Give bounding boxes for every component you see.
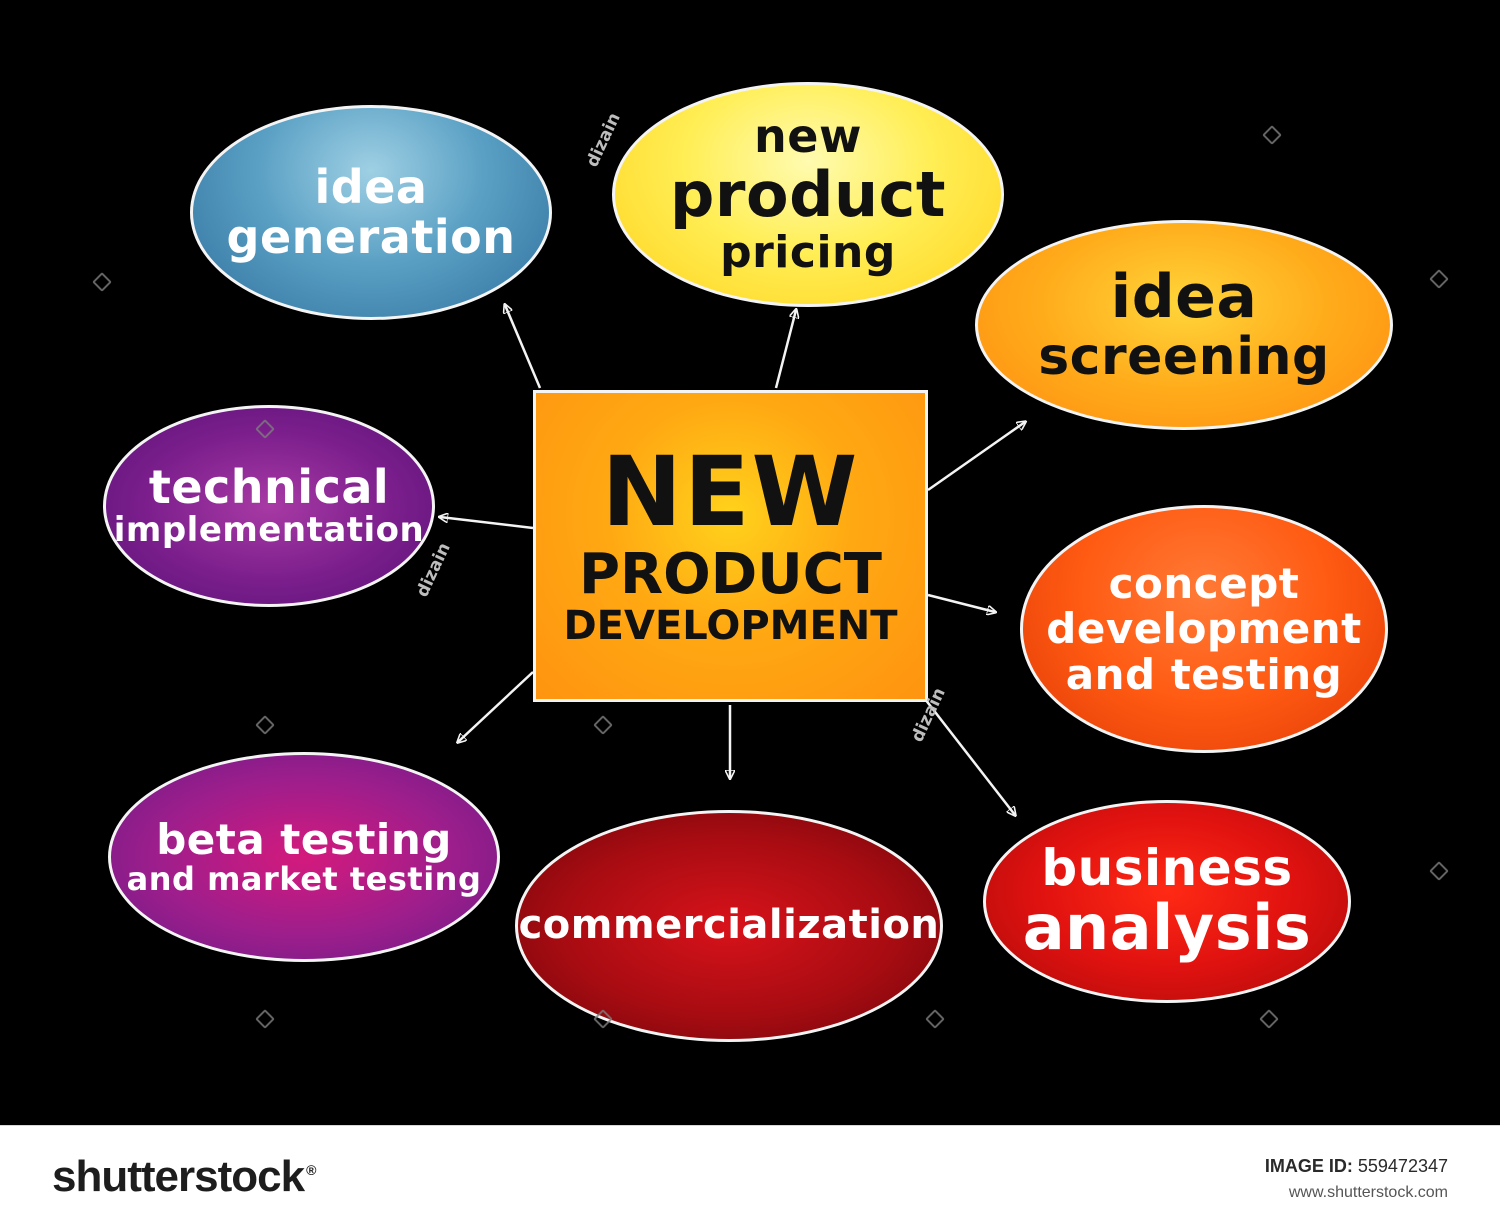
image-id-value: 559472347 xyxy=(1357,1156,1448,1176)
node-label-line: idea xyxy=(1110,261,1258,332)
node-label-line: commercialization xyxy=(518,902,940,949)
image-id: IMAGE ID: 559472347 xyxy=(1265,1156,1448,1177)
diagram-canvas: idea generation new product pricing idea… xyxy=(0,0,1500,1125)
node-label-line: new xyxy=(754,109,862,164)
node-new-product-pricing: new product pricing xyxy=(612,82,1004,307)
central-title-line: PRODUCT xyxy=(578,541,883,607)
node-label-line: concept xyxy=(1108,558,1300,608)
arrows xyxy=(440,305,1025,815)
arrow-to-business-analysis xyxy=(917,689,1015,815)
node-label-line: and market testing xyxy=(126,860,482,899)
node-concept-development-and-testing: concept development and testing xyxy=(1020,505,1388,753)
site-url: www.shutterstock.com xyxy=(1288,1184,1448,1201)
node-label-line: implementation xyxy=(113,510,425,551)
node-label-line: and testing xyxy=(1065,649,1343,699)
trademark-mark: ® xyxy=(306,1162,316,1179)
image-id-label: IMAGE ID: xyxy=(1264,1156,1353,1176)
node-label-line: technical xyxy=(148,459,390,514)
arrow-to-idea-screening xyxy=(927,422,1025,492)
arrow-to-beta-testing xyxy=(458,671,534,742)
node-label-line: beta testing xyxy=(156,815,452,865)
central-title-line: DEVELOPMENT xyxy=(563,603,898,650)
node-label-line: screening xyxy=(1038,327,1330,388)
node-business-analysis: business analysis xyxy=(983,800,1351,1003)
node-idea-screening: idea screening xyxy=(975,220,1393,430)
node-label-line: development xyxy=(1046,604,1362,654)
node-label-line: product xyxy=(670,158,946,232)
node-label-line: generation xyxy=(226,209,516,264)
arrow-to-concept-development xyxy=(927,593,995,612)
central-title-line: NEW xyxy=(601,435,860,548)
node-label-line: analysis xyxy=(1022,891,1312,965)
node-idea-generation: idea generation xyxy=(190,105,552,320)
node-beta-testing-and-market-testing: beta testing and market testing xyxy=(108,752,500,962)
node-label-line: business xyxy=(1041,839,1293,898)
node-label-line: pricing xyxy=(720,227,896,279)
node-label-line: idea xyxy=(314,159,428,214)
node-commercialization: commercialization xyxy=(515,810,943,1042)
stock-footer-bar: shutterstock® IMAGE ID: 559472347 www.sh… xyxy=(0,1125,1500,1225)
stock-logo-text: shutterstock xyxy=(52,1152,305,1201)
connector-layer xyxy=(0,0,1500,1125)
stock-logo: shutterstock® xyxy=(52,1152,316,1202)
central-node-new-product-development: NEW PRODUCT DEVELOPMENT xyxy=(533,390,928,702)
arrow-to-technical-implementation xyxy=(440,517,534,530)
arrow-to-idea-generation xyxy=(505,305,542,389)
arrow-to-new-product-pricing xyxy=(774,310,796,389)
node-technical-implementation: technical implementation xyxy=(103,405,435,607)
